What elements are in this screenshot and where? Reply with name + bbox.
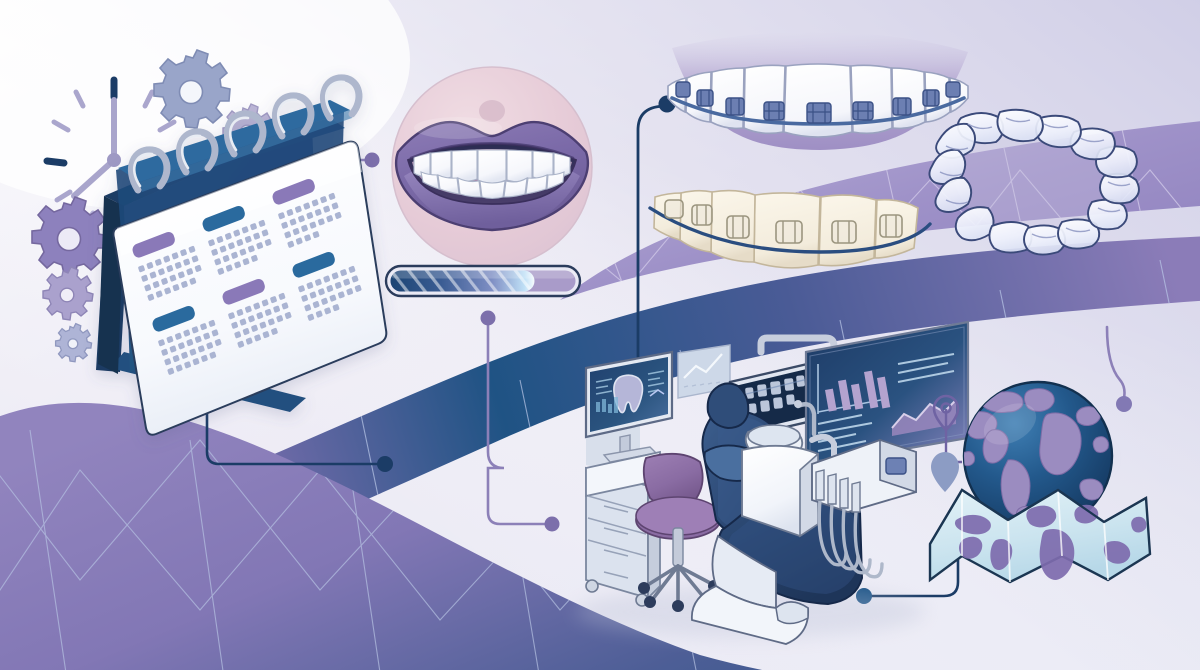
gear-large-top <box>153 49 231 129</box>
monitor-xray <box>584 350 674 478</box>
gear-tiny-bottom <box>54 322 93 363</box>
folded-world-map <box>928 488 1152 584</box>
map-pins <box>931 394 962 492</box>
connector-dot <box>364 152 380 168</box>
clear-aligner-tray <box>928 108 1140 256</box>
calendar-month-grids <box>132 178 362 375</box>
globe-description: Navy globe with purple continents restin… <box>4 143 503 160</box>
smile-portrait <box>391 66 593 268</box>
delivery-unit <box>741 433 917 579</box>
handpieces <box>815 469 861 513</box>
connector-dot <box>377 456 393 472</box>
map-continents <box>954 504 1147 580</box>
progress-fill <box>390 270 535 292</box>
scan-teeth-graphic <box>745 375 805 414</box>
gear-small-left <box>42 266 94 321</box>
braces-brackets <box>675 81 961 124</box>
ceramic-braces-arch <box>648 189 932 269</box>
connector-ribbon-to-globe <box>1105 325 1132 412</box>
desk-calendar <box>96 74 388 436</box>
control-pad <box>885 457 907 475</box>
connector-progressbar-to-office <box>480 310 560 532</box>
clock-and-gears-cluster <box>31 49 274 363</box>
calendar-spiral-rings <box>127 74 363 194</box>
connector-dot <box>480 310 496 326</box>
globe-on-map <box>928 380 1152 584</box>
progress-description: Rounded capsule progress indicator with … <box>4 71 453 88</box>
handpiece-hoses <box>817 498 884 579</box>
lower-teeth-row <box>420 171 565 200</box>
dashboard-bar-chart <box>825 370 891 412</box>
dental-operatory-scene <box>575 320 970 645</box>
wall-dashboard <box>804 320 970 468</box>
metal-braces-arch <box>667 31 969 150</box>
gear-large-left <box>31 196 109 276</box>
treatment-progress-bar[interactable] <box>384 264 582 298</box>
connector-dot <box>544 516 560 532</box>
cabinet-drawers <box>585 450 661 607</box>
connector-dot <box>1116 396 1132 412</box>
